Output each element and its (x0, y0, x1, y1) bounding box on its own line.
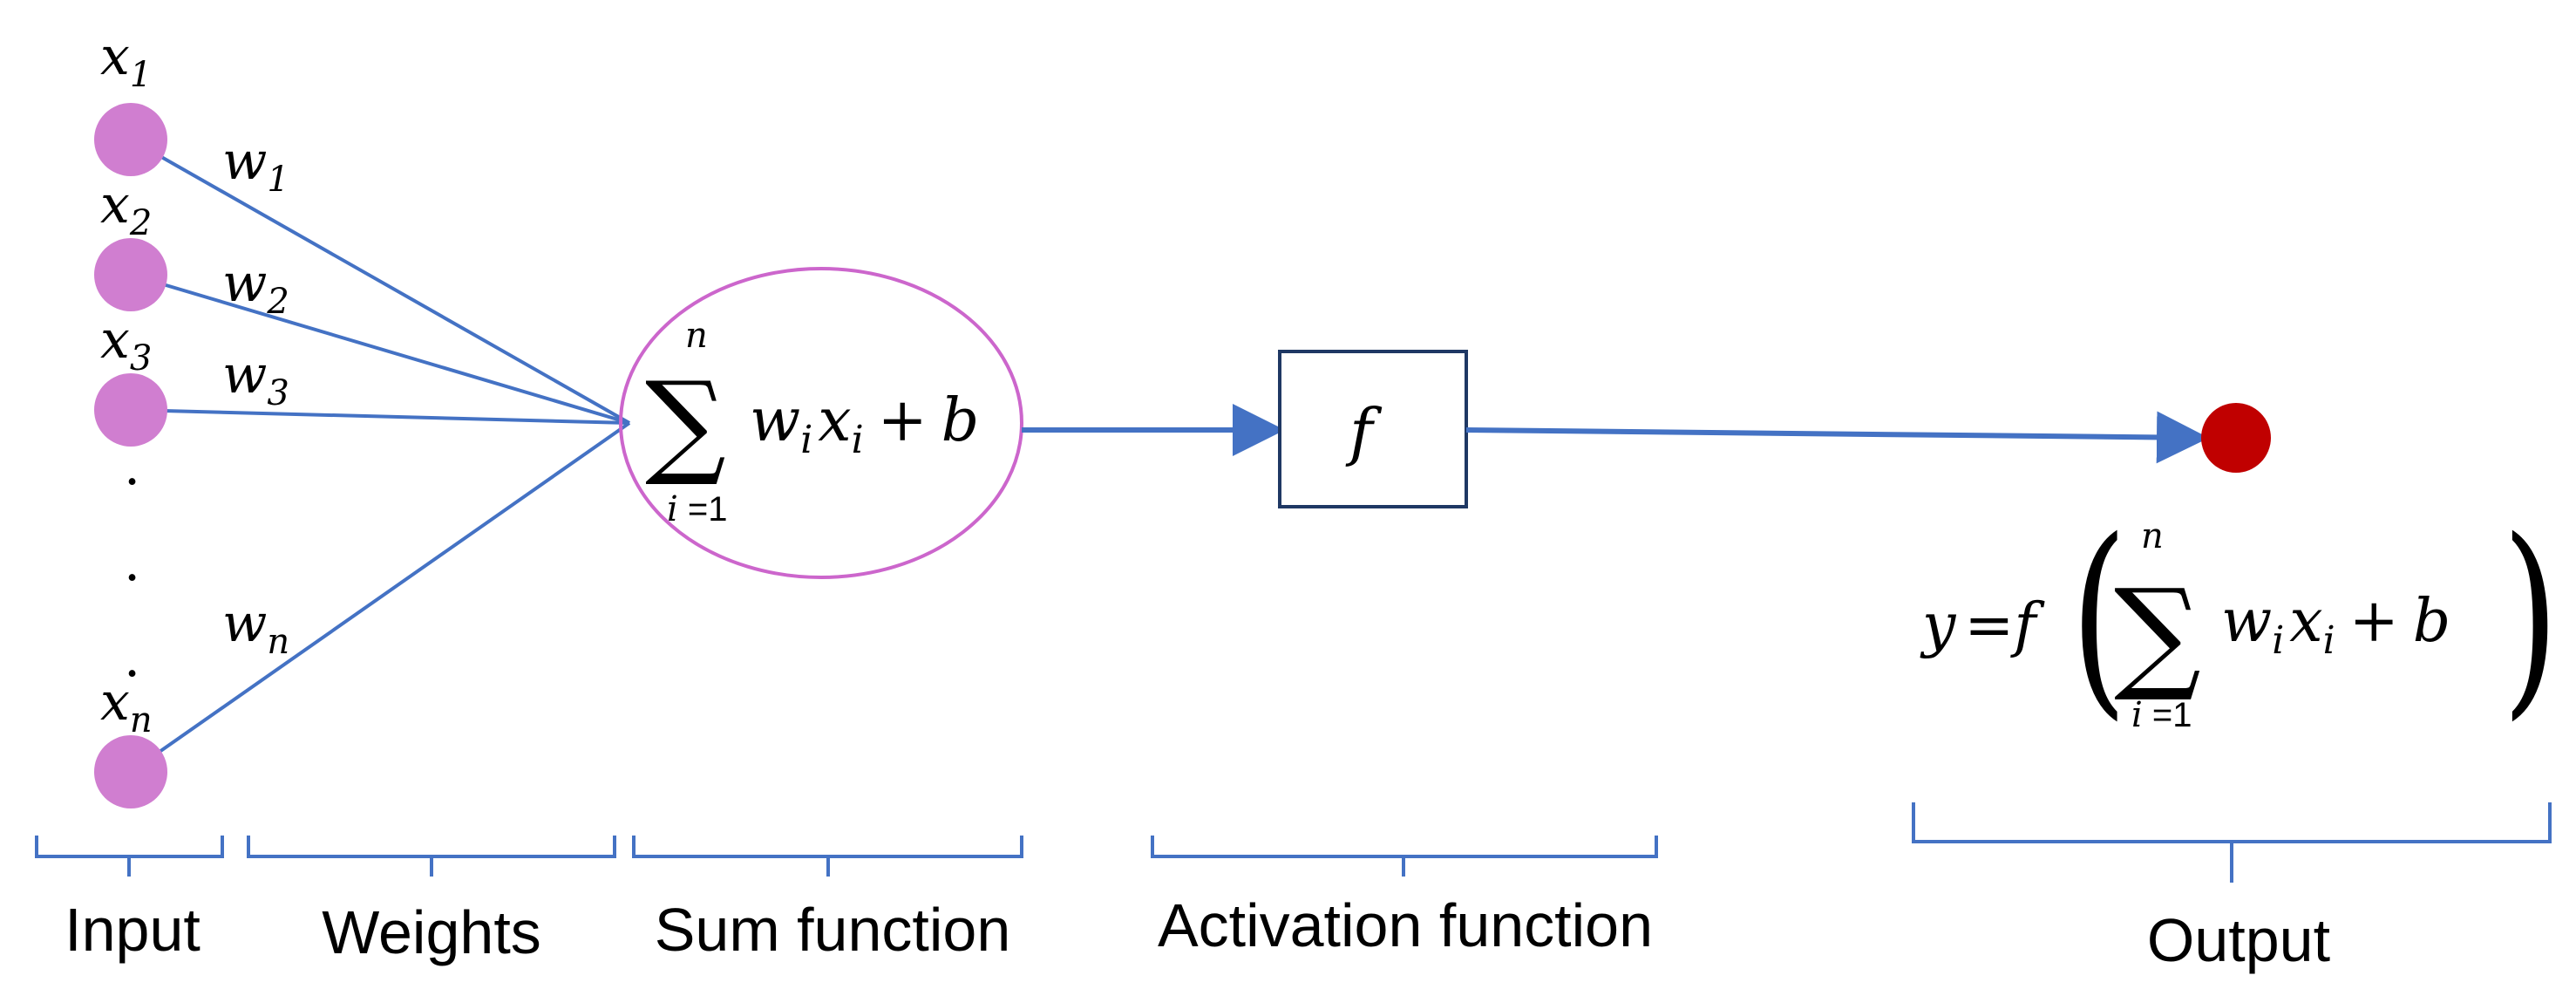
output-upper-limit: n (2141, 516, 2164, 556)
stage-label-activation: Activation function (1158, 891, 1653, 959)
brace-sum (632, 836, 1023, 877)
output-formula-lhs: y=f (1920, 591, 2045, 660)
brace-activation (1151, 836, 1658, 877)
output-open-paren: ( (2070, 495, 2128, 739)
connector-xn (129, 421, 631, 774)
input-label-3: x3 (100, 310, 152, 379)
sum-lower-limit: i =1 (667, 489, 728, 529)
activation-box (1278, 350, 1468, 508)
ellipsis-dot-1: . (124, 436, 140, 497)
sum-sigma: ∑ (645, 357, 726, 489)
input-label-1: x1 (100, 26, 152, 95)
output-lower-limit: i =1 (2131, 695, 2192, 735)
weight-label-n: wn (222, 593, 289, 662)
sum-expression: wixi+b (750, 386, 979, 462)
connector-x3 (130, 408, 630, 425)
brace-input (35, 836, 224, 877)
input-label-n: xn (100, 672, 153, 740)
brace-weights (247, 836, 616, 877)
sum-upper-limit: n (685, 316, 708, 356)
connector-x1 (130, 138, 630, 425)
stage-braces (35, 802, 2552, 883)
output-sigma: ∑ (2114, 563, 2201, 706)
weight-label-1: w1 (222, 131, 289, 200)
ellipsis-dot-3: . (124, 628, 140, 689)
output-node (2201, 403, 2271, 473)
stage-label-sum: Sum function (655, 896, 1011, 964)
input-label-2: x2 (100, 174, 152, 243)
stage-label-input: Input (65, 896, 201, 964)
input-node-3 (94, 373, 167, 447)
stage-label-weights: Weights (322, 898, 541, 966)
output-expression: wixi+b (2221, 587, 2450, 663)
input-node-n (94, 735, 167, 808)
weight-connectors (129, 138, 631, 774)
weight-label-2: w2 (222, 253, 289, 322)
input-node-1 (94, 103, 167, 176)
stage-label-output: Output (2147, 906, 2330, 974)
sum-function-ellipse (619, 267, 1023, 579)
weight-label-3: w3 (222, 345, 289, 413)
brace-output (1912, 802, 2552, 883)
connector-x2 (130, 273, 630, 425)
input-node-2 (94, 238, 167, 311)
output-close-paren: ) (2502, 495, 2559, 739)
ellipsis-dot-2: . (124, 532, 140, 593)
arrow-to-output (1465, 411, 2209, 464)
